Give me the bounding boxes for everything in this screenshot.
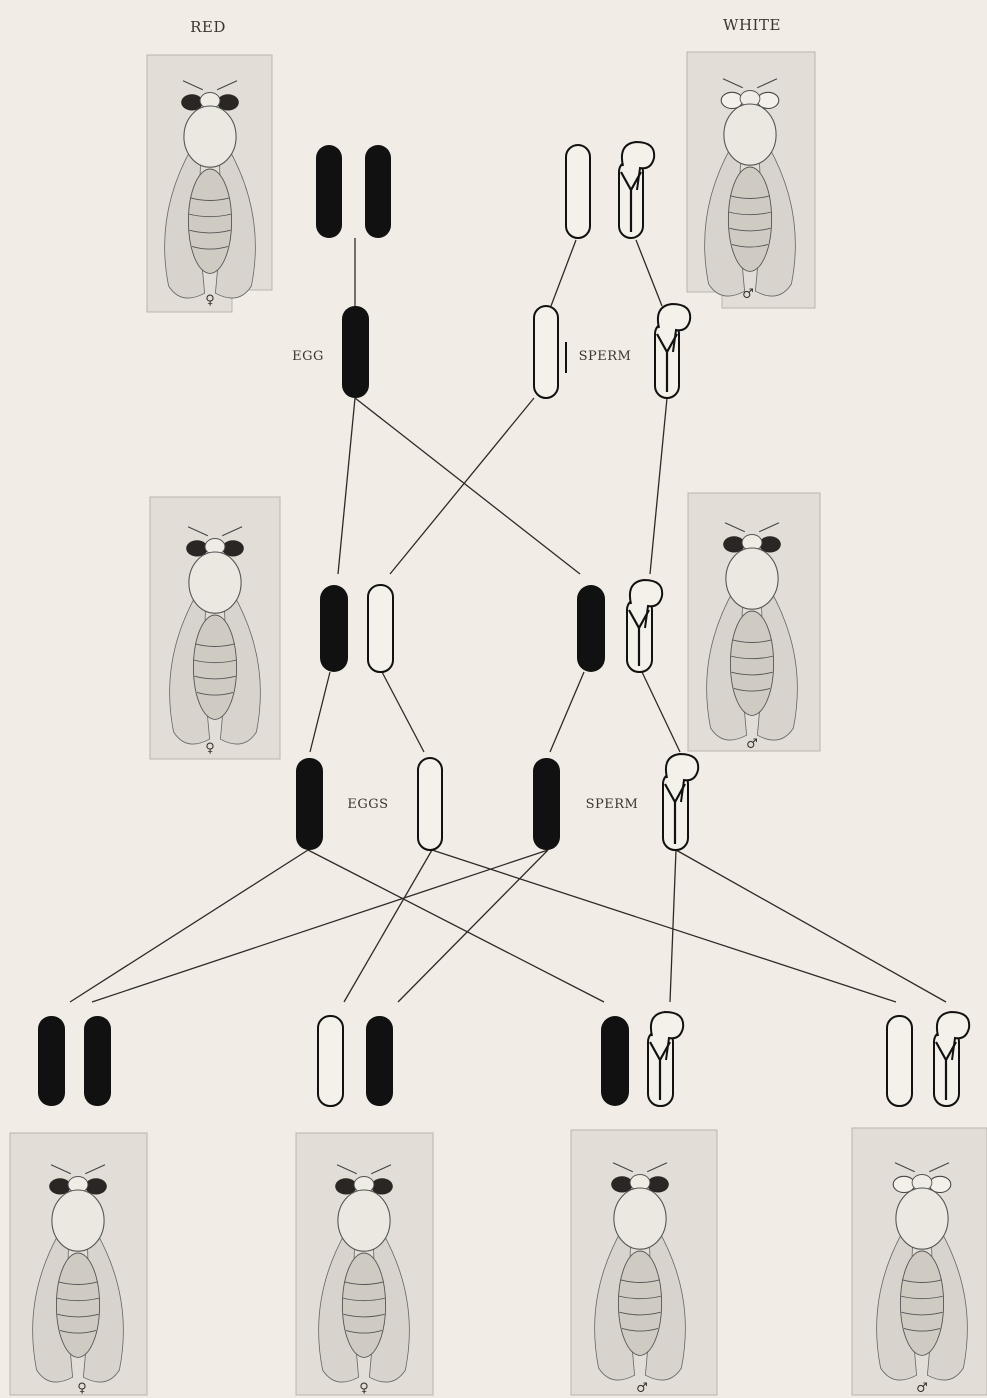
x-chromosome-red-icon bbox=[601, 1016, 629, 1106]
sex-symbol: ♀ bbox=[359, 1381, 369, 1396]
y-chromosome-icon bbox=[654, 302, 692, 399]
chromosomes-p-female bbox=[316, 145, 391, 238]
label-eggs: EGGS bbox=[347, 797, 388, 812]
sex-symbol: ♀ bbox=[205, 741, 215, 756]
line-f1f-black-to-egg bbox=[309, 671, 331, 753]
sex-symbol: ♀ bbox=[205, 293, 215, 308]
line-f1m-y-to-sperm bbox=[641, 671, 681, 753]
line-sperm-y-to-f1-male bbox=[649, 397, 668, 575]
gamete-egg: EGG bbox=[292, 306, 369, 398]
chromosomes-f2-3 bbox=[601, 1010, 685, 1107]
plate-p-male: ♂ bbox=[686, 51, 816, 309]
y-chromosome-icon bbox=[626, 578, 664, 673]
x-chromosome-red-icon bbox=[320, 585, 348, 672]
line-sperm-y-to-f2-3 bbox=[669, 849, 677, 1003]
chromosomes-f2-2 bbox=[317, 1015, 393, 1107]
x-chromosome-red-icon bbox=[38, 1016, 65, 1106]
label-white: WHITE bbox=[723, 16, 781, 34]
line-egg-white-to-f2-4 bbox=[431, 849, 897, 1003]
chromosomes-p-male bbox=[565, 140, 656, 239]
line-sperm-x-to-f1-female bbox=[389, 397, 535, 575]
x-chromosome-red-icon bbox=[84, 1016, 111, 1106]
line-egg-to-f1-female bbox=[337, 397, 356, 575]
x-chromosome-red-icon bbox=[577, 585, 605, 672]
line-f1f-white-to-egg bbox=[381, 671, 425, 753]
line-sperm-y-to-f2-4 bbox=[675, 849, 947, 1003]
plate-f2-1: ♀ bbox=[9, 1132, 148, 1396]
line-p-male-x-to-sperm bbox=[550, 239, 577, 307]
x-chromosome-red-icon bbox=[296, 758, 323, 850]
plate-f1-female: ♀ bbox=[149, 496, 281, 760]
y-chromosome-icon bbox=[618, 140, 656, 239]
line-egg-white-to-f2-2 bbox=[343, 849, 433, 1003]
plate-f1-male: ♂ bbox=[687, 492, 821, 752]
x-chromosome-red-icon bbox=[316, 145, 342, 238]
sex-symbol: ♂ bbox=[916, 1381, 928, 1396]
x-chromosome-white-icon bbox=[367, 584, 394, 673]
sex-symbol: ♀ bbox=[77, 1381, 87, 1396]
x-chromosome-white-icon bbox=[417, 757, 443, 851]
x-chromosome-red-icon bbox=[533, 758, 560, 850]
x-chromosome-white-icon bbox=[533, 305, 559, 399]
gametes-f1-sperm: SPERM bbox=[533, 752, 700, 851]
chromosomes-f1-male bbox=[577, 578, 664, 673]
line-sperm-black-to-f2-1 bbox=[91, 849, 549, 1003]
label-sperm-f1: SPERM bbox=[586, 797, 639, 812]
sex-symbol: ♂ bbox=[742, 287, 754, 302]
x-chromosome-red-icon bbox=[365, 145, 391, 238]
label-sperm: SPERM bbox=[579, 349, 632, 364]
plate-f2-3: ♂ bbox=[570, 1129, 718, 1396]
plate-p-female: ♀ bbox=[146, 54, 273, 313]
x-chromosome-white-icon bbox=[565, 144, 591, 239]
sex-symbol: ♂ bbox=[636, 1381, 648, 1396]
chromosomes-f2-4 bbox=[886, 1010, 971, 1107]
line-sperm-black-to-f2-2 bbox=[397, 849, 549, 1003]
x-chromosome-white-icon bbox=[886, 1015, 913, 1107]
gametes-f1-eggs: EGGS bbox=[296, 757, 443, 851]
gamete-sperm: SPERM bbox=[533, 302, 692, 399]
plate-f2-2: ♀ bbox=[295, 1132, 434, 1396]
y-chromosome-icon bbox=[647, 1010, 685, 1107]
x-chromosome-red-icon bbox=[342, 306, 369, 398]
line-p-male-y-to-sperm bbox=[635, 239, 663, 307]
line-egg-black-to-f2-3 bbox=[307, 849, 605, 1003]
label-red: RED bbox=[190, 18, 226, 36]
y-chromosome-icon bbox=[662, 752, 700, 851]
line-egg-black-to-f2-1 bbox=[69, 849, 309, 1003]
line-egg-to-f1-male bbox=[354, 397, 581, 575]
y-chromosome-icon bbox=[933, 1010, 971, 1107]
line-f1m-black-to-sperm bbox=[549, 671, 585, 753]
label-egg: EGG bbox=[292, 349, 324, 364]
lineage-lines bbox=[69, 238, 947, 1003]
plate-f2-4: ♂ bbox=[851, 1127, 987, 1396]
chromosomes-f2-1 bbox=[38, 1016, 111, 1106]
x-chromosome-white-icon bbox=[317, 1015, 344, 1107]
sex-symbol: ♂ bbox=[746, 737, 758, 752]
chromosomes-f1-female bbox=[320, 584, 394, 673]
x-chromosome-red-icon bbox=[366, 1016, 393, 1106]
